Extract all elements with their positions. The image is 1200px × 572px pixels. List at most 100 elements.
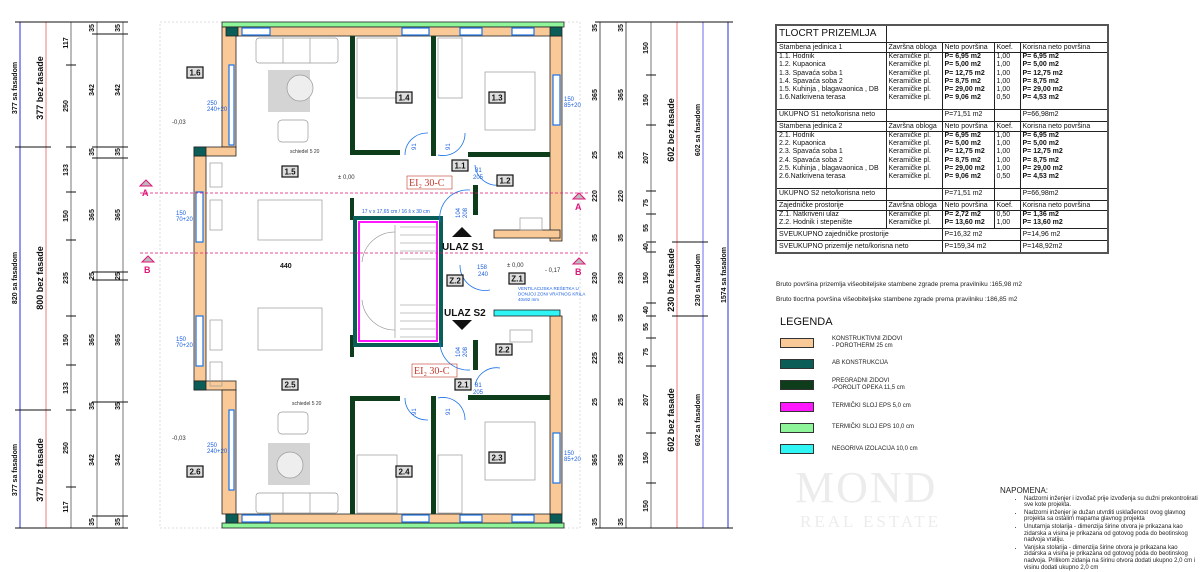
stairs-note: 17 v x 17,65 cm / 16 š x 30 cm <box>362 209 430 215</box>
dim-label: 150 <box>643 452 650 464</box>
dimension-lines-right <box>595 21 733 529</box>
svg-text:1.4: 1.4 <box>398 94 410 103</box>
door-dim: 205 <box>473 390 484 396</box>
legend-label: AB KONSTRUKCIJA <box>832 360 889 367</box>
dim-label: 820 sa fasadom <box>12 252 19 304</box>
dim-label: 225 <box>618 352 625 364</box>
dim-label: 365 <box>115 334 122 346</box>
room-label-1.1: 1.1 <box>451 159 469 172</box>
dim-label: 602 bez fasade <box>666 388 676 452</box>
legend-item: PREGRADNI ZIDOVI -POROLIT OPEKA 11,5 cm <box>780 375 918 396</box>
table-cell: P=148,92m2 <box>1019 240 1109 254</box>
dim-label: 35 <box>618 234 625 242</box>
legend-swatch <box>780 358 814 369</box>
room-label-2.6: 2.6 <box>186 465 204 478</box>
svg-text:Z.1: Z.1 <box>511 275 523 284</box>
window-dim: 70+20 <box>176 343 194 349</box>
table-cell: Neto površina <box>941 42 995 53</box>
table-cell: Korisna neto površina <box>1019 42 1109 53</box>
dim-label: 365 <box>618 454 625 466</box>
watermark-logo-sub: REAL ESTATE <box>800 512 942 531</box>
table-cell: Neto površina <box>941 120 995 132</box>
window-dim: 150 <box>176 337 187 343</box>
dim-label: 365 <box>89 334 96 346</box>
legend-label: KONSTRUKTIVNI ZIDOVI - POROTHERM 25 cm <box>832 335 903 349</box>
room-label-1.3: 1.3 <box>488 91 506 104</box>
table-cell: Završna obloga <box>885 42 943 53</box>
legend-item: KONSTRUKTIVNI ZIDOVI - POROTHERM 25 cm <box>780 332 918 353</box>
dim-label: 35 <box>115 518 122 526</box>
dim-label: 365 <box>115 209 122 221</box>
table-cell <box>885 108 943 122</box>
legend-swatch <box>780 380 814 391</box>
note-item: Unutarnja stolarija - dimenzija širine o… <box>1024 524 1200 544</box>
level-mark: - 0,17 <box>545 268 561 274</box>
table-cell: P=14,96 m2 <box>1019 228 1109 242</box>
room-label-2.4: 2.4 <box>395 465 413 478</box>
svg-text:2.1: 2.1 <box>457 381 469 390</box>
dim-label: 342 <box>115 454 122 466</box>
table-cell: Stambena jedinica 2 <box>775 120 887 132</box>
table-cell: P=16,32 m2 <box>941 228 1021 242</box>
dim-label: 35 <box>89 24 96 32</box>
table-cell: P=66,98m2 <box>1019 187 1109 201</box>
svg-text:2.3: 2.3 <box>491 454 503 463</box>
fire-door-label: EI₂ 30-C <box>409 178 445 189</box>
dim-label: 35 <box>592 234 599 242</box>
note-item: Vanjska stolarija - dimenzija širine otv… <box>1024 545 1200 571</box>
dim-label: 150 <box>63 210 70 222</box>
dim-label: 35 <box>592 518 599 526</box>
section-a-label: A <box>142 188 149 198</box>
dim-label: 75 <box>643 348 650 356</box>
window-dim: 85+20 <box>564 457 582 463</box>
room-label-2.1: 2.1 <box>454 378 472 391</box>
legend-title: LEGENDA <box>780 316 833 328</box>
staircase <box>353 216 443 347</box>
dim-label: 25 <box>592 151 599 159</box>
gross-area-ground-floor: Bruto površina prizemlja višeobiteljske … <box>776 281 1023 288</box>
table-cell: Keramičke pl.Keramičke pl.Keramičke pl.K… <box>885 52 943 110</box>
dim-label: 220 <box>618 190 625 202</box>
window-dim: 250 <box>207 101 218 107</box>
dim-label: 377 bez fasade <box>35 438 45 502</box>
dim-label: 230 sa fasadom <box>695 254 702 306</box>
dim-label: 150 <box>643 500 650 512</box>
legend-label: PREGRADNI ZIDOVI -POROLIT OPEKA 11,5 cm <box>832 378 905 392</box>
table-cell: SVEUKUPNO zajedničke prostorije <box>775 228 943 242</box>
dim-label: 35 <box>115 148 122 156</box>
window-dim: 85+20 <box>564 103 582 109</box>
dim-label: 35 <box>89 402 96 410</box>
table-cell: Keramičke pl.Keramičke pl.Keramičke pl.K… <box>885 130 943 189</box>
door-dim: 208 <box>463 207 469 218</box>
dim-label: 365 <box>89 209 96 221</box>
legend-swatch <box>780 401 814 412</box>
room-label-1.4: 1.4 <box>395 91 413 104</box>
dim-label: 40 <box>643 306 650 314</box>
door-dim: 81 <box>475 168 482 174</box>
legend-label: NEGORIVA IZOLACIJA 10,0 cm <box>832 445 918 452</box>
table-cell: Stambena jedinica 1 <box>775 42 887 53</box>
level-mark: -0,03 <box>172 120 186 126</box>
svg-text:1.3: 1.3 <box>491 94 503 103</box>
chimney-label: schiedel 5 20 <box>292 401 322 407</box>
table-cell: P=159,34 m2 <box>941 240 1021 254</box>
dim-label: 35 <box>89 148 96 156</box>
dim-label: 1574 sa fasadom <box>721 247 728 303</box>
svg-text:2.2: 2.2 <box>498 346 510 355</box>
dim-label: 365 <box>592 454 599 466</box>
room-label-1.5: 1.5 <box>281 165 299 178</box>
dim-label: 365 <box>618 89 625 101</box>
table-cell: Keramičke pl.Keramičke pl. <box>885 209 943 230</box>
table-cell <box>993 187 1021 201</box>
dimension-labels-right: 602 bez fasade 230 bez fasade 602 bez fa… <box>592 24 728 526</box>
level-mark: -0,03 <box>172 436 186 442</box>
dim-label: 207 <box>643 152 650 164</box>
table-cell: Završna obloga <box>885 199 943 211</box>
table-cell: P=66,98m2 <box>1019 108 1109 122</box>
dim-label: 150 <box>63 334 70 346</box>
dim-label: 35 <box>618 24 625 32</box>
door-dim: 208 <box>463 346 469 357</box>
